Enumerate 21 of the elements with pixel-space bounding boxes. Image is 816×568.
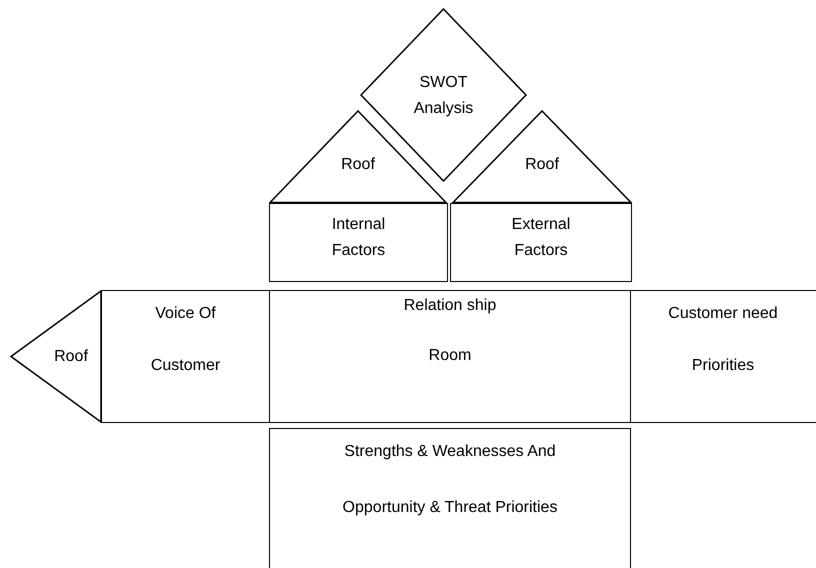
node-label: Roof	[54, 346, 88, 366]
process-box	[630, 290, 816, 423]
node-label: Room	[428, 346, 472, 366]
roof-triangle	[10, 290, 102, 423]
process-box	[101, 290, 270, 423]
node-label: Relation ship	[404, 296, 496, 316]
node-label: Roof	[525, 155, 559, 175]
process-box	[269, 428, 631, 568]
node-label: SWOT Analysis	[412, 73, 474, 119]
process-box	[450, 203, 632, 282]
node-label: Customer	[150, 356, 220, 376]
node-label: Opportunity & Threat Priorities	[342, 498, 558, 518]
node-label: External Factors	[510, 215, 572, 261]
node-label: Roof	[341, 155, 375, 175]
node-label: Customer need	[668, 304, 778, 324]
node-label: Voice Of	[155, 304, 216, 324]
node-label: Internal Factors	[330, 215, 386, 261]
node-label: Strengths & Weaknesses And	[344, 442, 556, 462]
node-label: Priorities	[692, 356, 754, 376]
process-box	[269, 203, 448, 282]
process-box	[269, 290, 631, 423]
